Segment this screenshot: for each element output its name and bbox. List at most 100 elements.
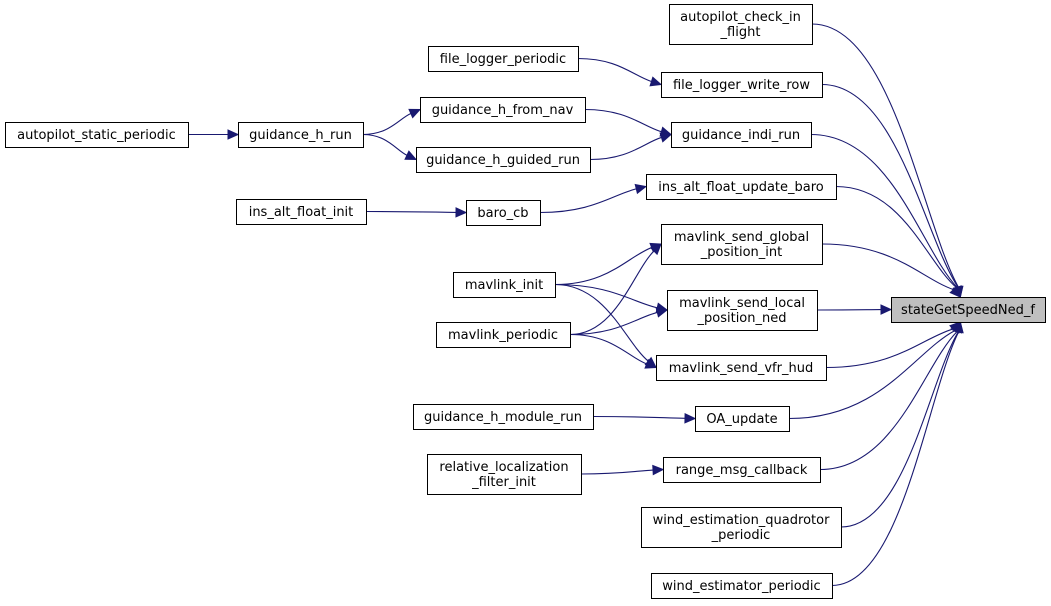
node-box	[236, 199, 367, 225]
edge-line	[569, 333, 647, 365]
edges-layer	[188, 23, 964, 587]
edge-line	[569, 250, 655, 336]
nodes-layer: autopilot_check_in_flight file_logger_per…	[5, 4, 1046, 599]
node-box	[238, 122, 364, 148]
node-label: _position_int	[700, 245, 782, 260]
edge-relative_localization_filter_init-to-range_msg_callback	[580, 464, 665, 476]
edge-line	[554, 283, 649, 362]
node-label: guidance_h_run	[249, 128, 352, 143]
edge-autopilot_static_periodic-to-guidance_h_run	[188, 129, 240, 140]
node-label: guidance_indi_run	[682, 128, 800, 143]
node-label: autopilot_static_periodic	[17, 128, 176, 143]
node-label: guidance_h_module_run	[424, 410, 582, 425]
edge-line	[821, 83, 959, 288]
arrowhead-icon	[455, 207, 468, 218]
edge-mavlink_send_global_position_int-to-stateGetSpeedNed_f	[821, 243, 962, 298]
node-wind_estimation_quadrotor_periodic[interactable]: wind_estimation_quadrotor_periodic	[641, 507, 842, 548]
node-label: _flight	[720, 25, 761, 40]
node-box	[5, 122, 189, 148]
node-label: ins_alt_float_update_baro	[658, 180, 824, 195]
edge-mavlink_periodic-to-mavlink_send_local_position_ned	[569, 307, 669, 336]
edge-line	[821, 243, 954, 291]
node-mavlink_send_local_position_ned[interactable]: mavlink_send_local_position_ned	[667, 290, 818, 331]
edge-guidance_h_run-to-guidance_h_from_nav	[362, 108, 422, 136]
node-box	[427, 454, 582, 495]
node-guidance_h_from_nav[interactable]: guidance_h_from_nav	[420, 97, 586, 123]
node-autopilot_static_periodic[interactable]: autopilot_static_periodic	[5, 122, 189, 148]
arrowhead-icon	[649, 243, 662, 256]
edge-line	[831, 331, 960, 587]
arrowhead-icon	[652, 464, 665, 476]
node-stateGetSpeedNed_f[interactable]: stateGetSpeedNed_f	[891, 297, 1046, 323]
edge-guidance_h_run-to-guidance_h_guided_run	[362, 133, 418, 161]
edge-line	[811, 23, 959, 288]
node-box	[646, 174, 837, 200]
edge-wind_estimator_periodic-to-stateGetSpeedNed_f	[831, 320, 964, 587]
node-box	[416, 147, 591, 173]
edge-mavlink_periodic-to-mavlink_send_vfr_hud	[569, 333, 658, 369]
node-box	[428, 46, 579, 72]
node-autopilot_check_in_flight[interactable]: autopilot_check_in_flight	[669, 4, 813, 45]
node-guidance_h_guided_run[interactable]: guidance_h_guided_run	[416, 147, 591, 173]
node-label: wind_estimator_periodic	[662, 579, 820, 594]
node-label: guidance_h_guided_run	[426, 153, 580, 168]
arrowhead-icon	[880, 304, 893, 315]
node-label: _filter_init	[471, 475, 536, 490]
edge-mavlink_init-to-mavlink_send_global_position_int	[554, 242, 663, 286]
node-box	[661, 224, 823, 265]
node-label: baro_cb	[477, 206, 528, 221]
node-label: OA_update	[706, 412, 777, 427]
node-label: mavlink_init	[465, 278, 543, 293]
node-mavlink_send_vfr_hud[interactable]: mavlink_send_vfr_hud	[656, 355, 827, 381]
node-box	[466, 200, 541, 226]
node-range_msg_callback[interactable]: range_msg_callback	[663, 457, 821, 483]
node-mavlink_send_global_position_int[interactable]: mavlink_send_global_position_int	[661, 224, 823, 265]
arrowhead-icon	[649, 76, 663, 87]
node-ins_alt_float_update_baro[interactable]: ins_alt_float_update_baro	[646, 174, 837, 200]
node-label: autopilot_check_in	[680, 10, 801, 25]
edge-line	[539, 188, 637, 214]
edge-line	[580, 469, 654, 475]
node-relative_localization_filter_init[interactable]: relative_localization_filter_init	[427, 454, 582, 495]
edge-mavlink_send_vfr_hud-to-stateGetSpeedNed_f	[825, 321, 962, 369]
edge-line	[810, 133, 958, 288]
arrowhead-icon	[644, 358, 658, 369]
edge-line	[584, 108, 662, 133]
node-file_logger_periodic[interactable]: file_logger_periodic	[428, 46, 579, 72]
node-guidance_h_module_run[interactable]: guidance_h_module_run	[413, 404, 594, 430]
arrowhead-icon	[684, 413, 697, 424]
edge-line	[362, 113, 412, 136]
edge-line	[554, 283, 658, 309]
node-guidance_h_run[interactable]: guidance_h_run	[238, 122, 364, 148]
arrowhead-icon	[227, 129, 240, 140]
node-box	[420, 97, 586, 123]
node-label: _periodic	[711, 528, 771, 543]
arrowhead-icon	[408, 108, 422, 119]
node-baro_cb[interactable]: baro_cb	[466, 200, 541, 226]
node-box	[436, 322, 571, 348]
node-label: relative_localization	[439, 460, 568, 475]
edge-ins_alt_float_init-to-baro_cb	[365, 207, 468, 218]
node-mavlink_init[interactable]: mavlink_init	[453, 272, 556, 298]
node-label: ins_alt_float_init	[249, 205, 354, 220]
node-label: _position_ned	[697, 311, 787, 326]
arrowhead-icon	[949, 285, 962, 298]
edge-line	[840, 331, 959, 528]
node-box	[891, 297, 1046, 323]
node-OA_update[interactable]: OA_update	[695, 406, 790, 432]
edge-line	[362, 133, 408, 156]
node-wind_estimator_periodic[interactable]: wind_estimator_periodic	[651, 573, 833, 599]
edge-range_msg_callback-to-stateGetSpeedNed_f	[819, 320, 962, 471]
edge-ins_alt_float_update_baro-to-stateGetSpeedNed_f	[835, 185, 962, 299]
edge-mavlink_periodic-to-mavlink_send_global_position_int	[569, 243, 662, 336]
node-mavlink_periodic[interactable]: mavlink_periodic	[436, 322, 571, 348]
node-box	[671, 122, 812, 148]
node-label: wind_estimation_quadrotor	[653, 513, 831, 528]
node-label: range_msg_callback	[676, 463, 808, 478]
edge-file_logger_periodic-to-file_logger_write_row	[577, 57, 663, 87]
node-ins_alt_float_init[interactable]: ins_alt_float_init	[236, 199, 367, 225]
node-file_logger_write_row[interactable]: file_logger_write_row	[661, 72, 823, 98]
node-guidance_indi_run[interactable]: guidance_indi_run	[671, 122, 812, 148]
edge-line	[788, 330, 956, 420]
